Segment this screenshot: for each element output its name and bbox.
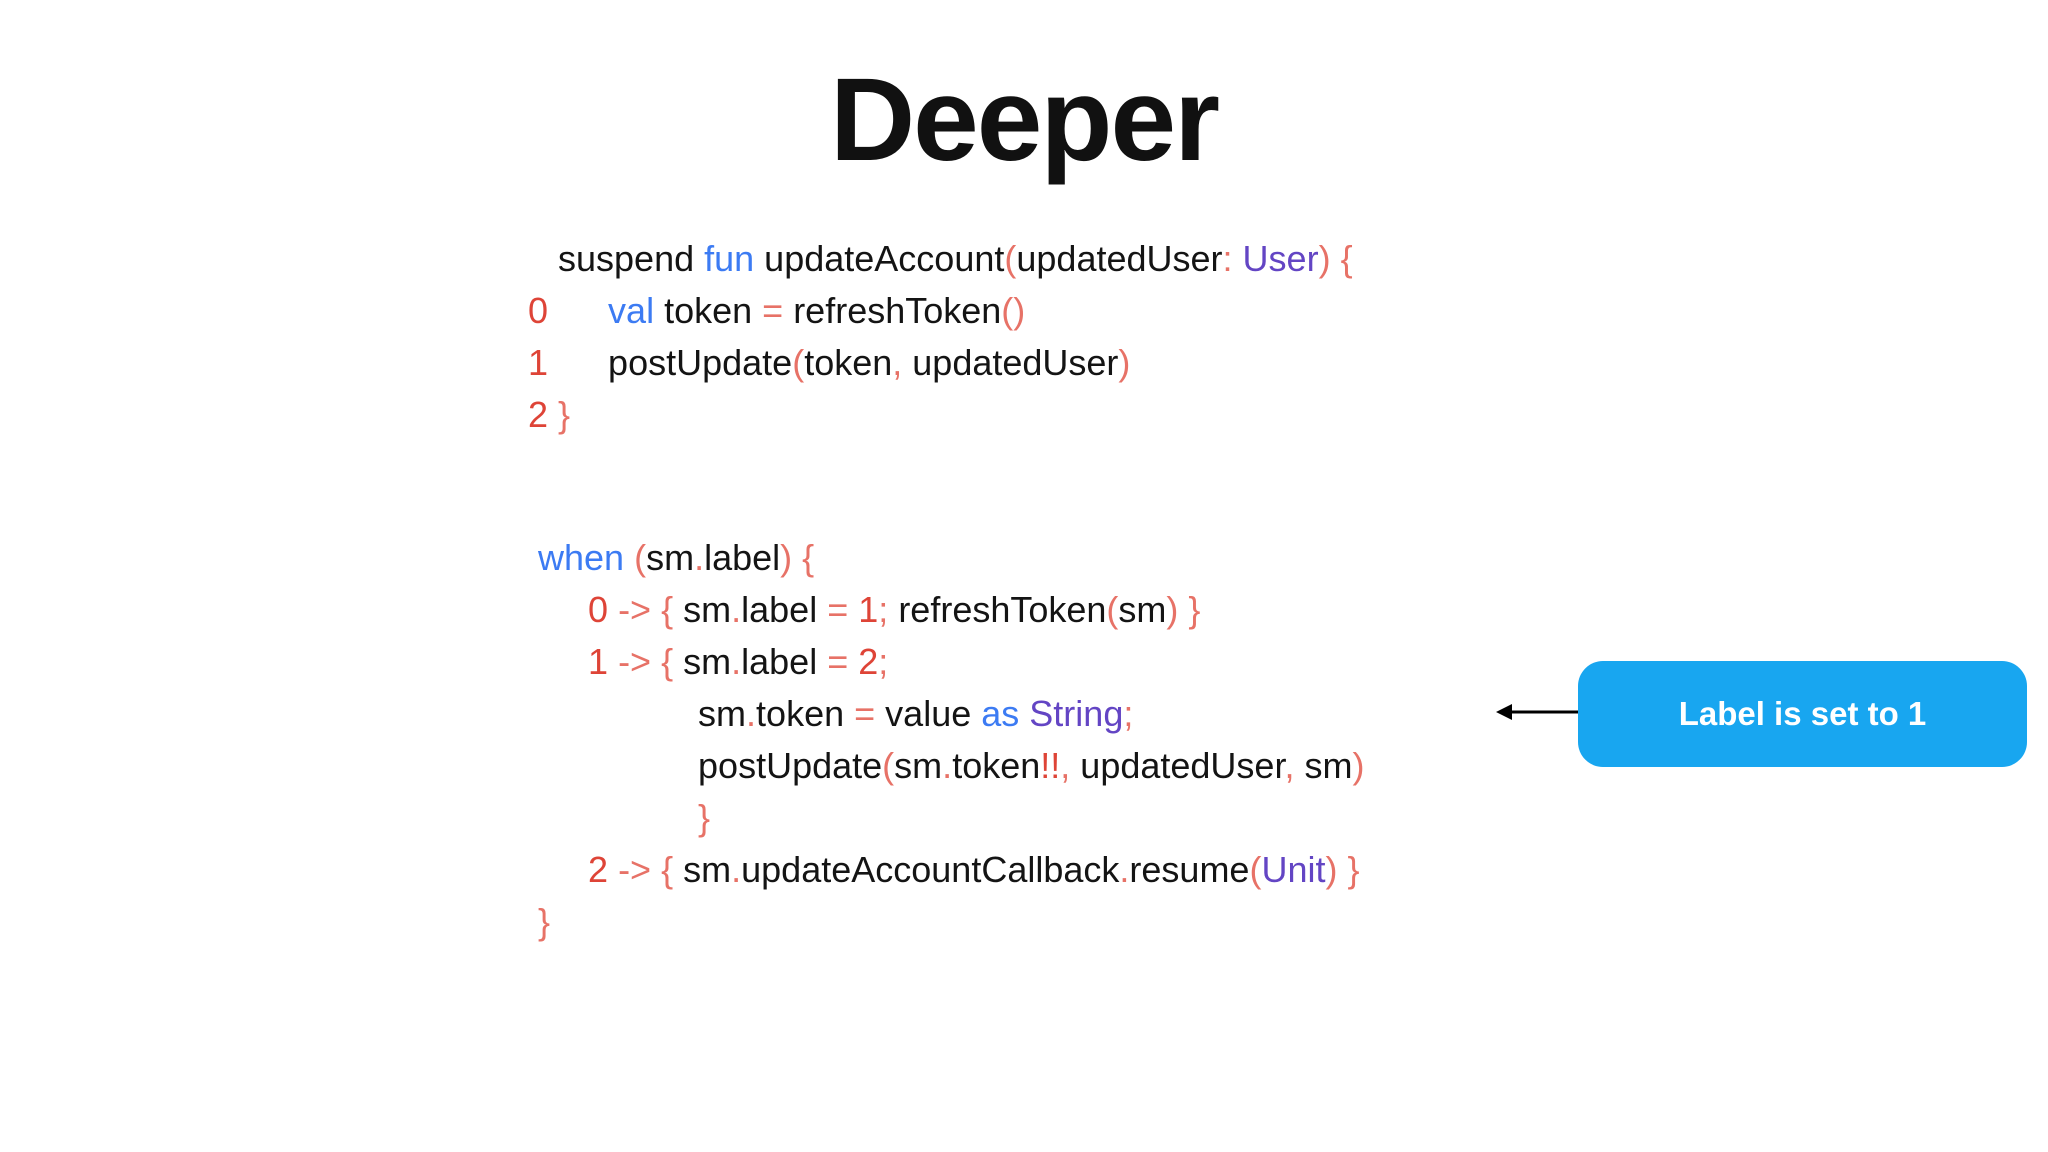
code-line: postUpdate(sm.token!!, updatedUser, sm) [698,745,1365,786]
code-line: 1 -> { sm.label = 2; [588,641,889,682]
code-line: 0 -> { sm.label = 1; refreshToken(sm) } [588,589,1201,630]
callout-label-set-to-1: Label is set to 1 [1578,661,2027,767]
code-line: } [538,901,551,942]
code-line: when (sm.label) { [538,537,815,578]
code-line: suspend fun updateAccount(updatedUser: U… [528,238,1353,279]
code-line: 0 val token = refreshToken() [528,290,1026,331]
code-block-state-machine-when: when (sm.label) { 0 -> { sm.label = 1; r… [538,532,1364,948]
callout-arrow-icon [1496,704,1580,720]
code-line: 1 postUpdate(token, updatedUser) [528,342,1131,383]
code-line: } [698,797,711,838]
callout-text: Label is set to 1 [1678,695,1927,732]
code-line: sm.token = value as String; [698,693,1134,734]
code-line: 2 } [528,394,571,435]
code-line: 2 -> { sm.updateAccountCallback.resume(U… [588,849,1360,890]
code-block-suspend-function: suspend fun updateAccount(updatedUser: U… [528,233,1353,441]
slide-title: Deeper [829,54,1220,186]
